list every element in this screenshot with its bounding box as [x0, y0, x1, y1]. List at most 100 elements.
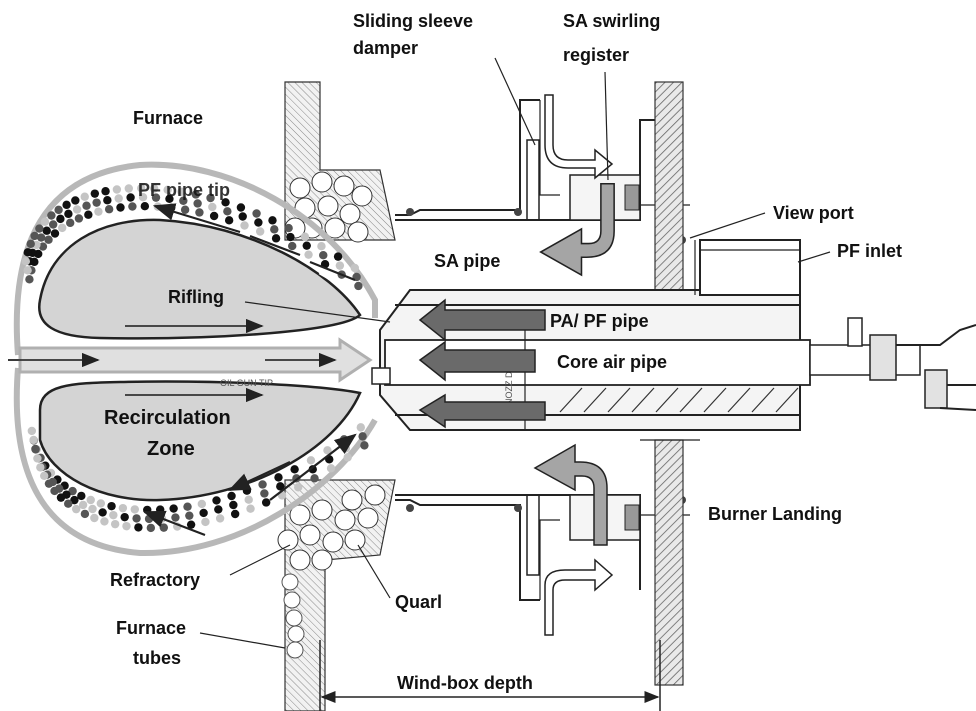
- quarl-tube: [311, 549, 333, 571]
- sa-swirling-label-1: SA swirling: [563, 11, 660, 31]
- pf-particle: [50, 229, 60, 238]
- burner-nozzle: NOZZ DIA: [371, 239, 976, 431]
- pf-particle: [101, 187, 110, 196]
- pf-particle: [358, 432, 367, 441]
- quarl-tube: [324, 217, 346, 239]
- sliding-sleeve-label-2: damper: [353, 38, 418, 58]
- pf-particle: [26, 239, 35, 249]
- quarl-tube: [277, 529, 299, 551]
- pf-particle: [80, 192, 89, 201]
- pf-particle: [254, 218, 263, 227]
- pf-particle: [47, 211, 56, 220]
- wind-box-depth-label: Wind-box depth: [397, 673, 533, 693]
- pf-particle: [350, 263, 360, 273]
- quarl-tube: [339, 203, 361, 225]
- pf-particle: [70, 495, 79, 505]
- pf-particle: [23, 266, 32, 275]
- pf-particle: [323, 446, 332, 455]
- pf-particle: [224, 216, 234, 225]
- pf-particle: [146, 523, 156, 533]
- rifling-vane: [631, 387, 655, 413]
- sa-pipe-label: SA pipe: [434, 251, 500, 271]
- pf-particle: [96, 499, 106, 508]
- pf-particle: [255, 227, 265, 236]
- pf-particle: [260, 489, 269, 498]
- furnace-tubes-label-1: Furnace: [116, 618, 186, 638]
- pf-particle: [270, 225, 279, 234]
- quarl-tube: [289, 177, 311, 199]
- pf-particle: [159, 523, 168, 532]
- pf-particle: [199, 508, 208, 518]
- pf-particle: [104, 205, 114, 214]
- pf-particle: [319, 250, 328, 260]
- pf-particle: [169, 504, 178, 513]
- quarl-tube: [344, 529, 366, 551]
- rifling-vane: [583, 387, 607, 413]
- rifling-vane: [607, 387, 631, 413]
- pf-particle: [103, 196, 112, 205]
- furnace-tube: [283, 591, 301, 609]
- pf-particle: [86, 495, 95, 505]
- pf-particle: [238, 212, 247, 221]
- pf-particle: [114, 194, 123, 203]
- pf-particle: [140, 201, 150, 211]
- pf-particle: [179, 196, 188, 205]
- quarl-tube: [341, 489, 363, 511]
- labels: Sliding sleeve damper SA swirling regist…: [104, 11, 902, 693]
- rifling-vane: [751, 387, 775, 413]
- pf-particle: [201, 517, 210, 527]
- pf-particle: [64, 209, 73, 219]
- pf-particle: [258, 480, 267, 489]
- pf-particle: [244, 495, 253, 504]
- pf-particle: [118, 503, 128, 513]
- pf-particle: [308, 465, 317, 474]
- quarl-tube: [357, 507, 379, 529]
- furnace-tube: [286, 641, 304, 659]
- rifling-vane: [655, 387, 679, 413]
- pf-particle: [151, 193, 161, 202]
- quarl-tube: [364, 484, 386, 506]
- pf-particle: [268, 216, 277, 225]
- pf-particle: [208, 202, 217, 212]
- pf-particle: [223, 207, 232, 216]
- pf-particle: [50, 486, 59, 496]
- pf-particle: [92, 198, 101, 207]
- pf-particle: [90, 513, 99, 523]
- sa-swirling-label-2: register: [563, 45, 629, 65]
- pf-particle: [72, 205, 82, 214]
- pf-particle: [271, 234, 281, 243]
- burner-landing-label: Burner Landing: [708, 504, 842, 524]
- nozzle-dia-label: NOZZ DIA: [504, 363, 514, 405]
- furnace-tube: [281, 573, 299, 591]
- furnace-tube: [285, 609, 303, 627]
- pf-particle: [62, 200, 71, 210]
- zone-label: Zone: [147, 438, 195, 460]
- pf-particle: [191, 190, 201, 199]
- pf-particle: [163, 185, 172, 195]
- pf-particle: [94, 207, 103, 216]
- flame-envelope: [13, 161, 378, 557]
- pf-particle: [58, 223, 67, 233]
- recirculation-label: Recirculation: [104, 407, 231, 429]
- pf-particle: [326, 464, 336, 473]
- pf-particle: [71, 196, 80, 205]
- pa-pf-pipe-label: PA/ PF pipe: [550, 311, 649, 331]
- rifling-vanes: [559, 387, 799, 413]
- pf-particle: [88, 504, 97, 514]
- quarl-tube: [311, 171, 333, 193]
- pf-particle: [310, 474, 319, 483]
- pf-particle: [116, 203, 125, 212]
- pa-pf-flow-arrows: [418, 298, 546, 429]
- quarl-upper: [284, 171, 373, 243]
- pf-particle: [56, 493, 66, 502]
- pf-particle: [186, 520, 196, 529]
- pf-particle: [230, 509, 240, 519]
- quarl-tube: [347, 221, 369, 243]
- pf-particle: [227, 491, 236, 501]
- pf-inlet-label: PF inlet: [837, 241, 902, 261]
- pf-particle: [77, 491, 86, 501]
- pf-particle: [300, 232, 310, 241]
- pf-particle: [80, 509, 90, 519]
- wind-box-depth-dimension: [319, 640, 661, 711]
